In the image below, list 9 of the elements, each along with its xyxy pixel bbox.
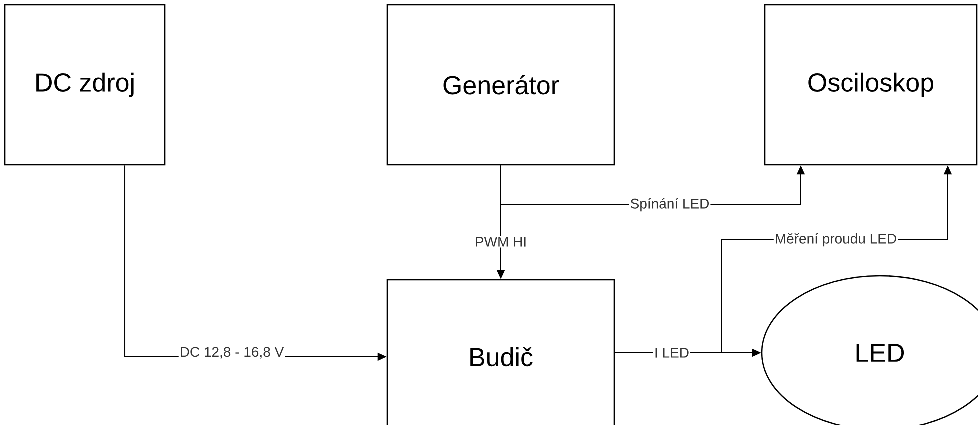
edge-label: Spínání LED <box>629 197 711 213</box>
block-box: Osciloskop <box>764 4 978 166</box>
block-box: DC zdroj <box>4 4 166 166</box>
edge-label: Měření proudu LED <box>774 232 898 248</box>
block-box: Generátor <box>386 4 616 166</box>
block-box: Budič <box>386 279 616 425</box>
edge-label: DC 12,8 - 16,8 V <box>178 346 286 360</box>
edge-label: PWM HI <box>474 236 528 248</box>
edge-label: I LED <box>654 347 690 359</box>
